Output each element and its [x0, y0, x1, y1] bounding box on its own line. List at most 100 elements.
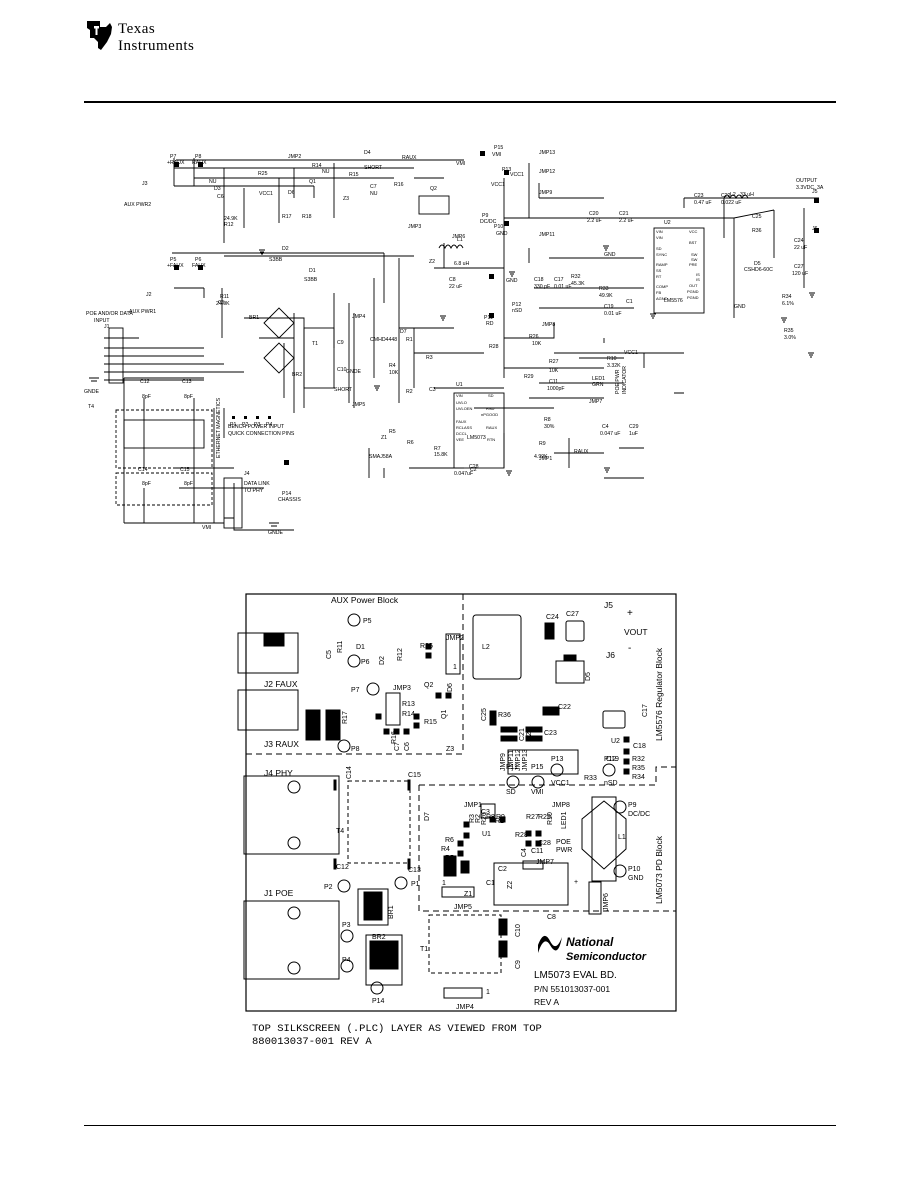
p15-sig: VMI: [492, 152, 501, 158]
sch-r25: R25: [258, 171, 268, 177]
u2-outline: [602, 710, 626, 729]
silk-p2: P2: [324, 884, 333, 891]
p10-sig: GND: [496, 231, 508, 237]
silk-r32: R32: [632, 756, 645, 763]
sch-r3: R3: [426, 355, 433, 361]
sch-r34-val: 6.1%: [782, 301, 794, 307]
u1-outline: [480, 803, 496, 819]
silk-p12-sig: nSD: [604, 780, 618, 787]
sch-c14: C14: [138, 467, 148, 473]
silk-r6: R6: [445, 837, 454, 844]
pd-block-divider: [418, 766, 676, 912]
sch-r27: R27: [549, 359, 559, 365]
t4-outline: [347, 780, 411, 864]
silk-c10: C10: [515, 924, 522, 937]
silk-c17: C17: [642, 704, 649, 717]
silk-u1: U1: [482, 831, 491, 838]
sch-r10: R10: [607, 356, 617, 362]
sch-r28: R28: [489, 344, 499, 350]
net-vcc1-q1: VCC1: [259, 191, 273, 197]
sch-r15: R15: [349, 172, 359, 178]
u1-pin-r2: RSD: [486, 406, 495, 411]
p12-sig: nSD: [512, 308, 522, 314]
net-gnd-1: GND: [506, 278, 518, 284]
smd-pads: [375, 643, 630, 857]
j5-ref: J5: [812, 189, 818, 195]
u2-pin-l1: VIN: [656, 235, 663, 240]
sch-d4: D4: [364, 150, 371, 156]
board-outline: [245, 593, 677, 1012]
aux-block-divider: [246, 594, 464, 755]
sch-u2: U2: [664, 220, 671, 226]
sch-jmp2: JMP2: [288, 154, 301, 160]
jmp6-outline: [588, 881, 602, 915]
j4-desc-2: TO PHY: [244, 488, 264, 494]
sch-d1-val: S3BB: [304, 277, 318, 283]
silk-p14: P14: [372, 998, 385, 1005]
jmp2-outline: [445, 633, 461, 675]
sch-r9: R9: [539, 441, 546, 447]
sch-r4-val: 10K: [389, 370, 399, 376]
sch-jmp1: JMP1: [539, 456, 552, 462]
silk-jmp4: JMP4: [456, 1004, 474, 1011]
silk-jmp5: JMP5: [454, 904, 472, 911]
p12-ref: P12: [512, 302, 521, 308]
u1-pin-l5: RCLASS: [456, 425, 472, 430]
sch-c23-val: 0.47 uF: [694, 200, 712, 206]
p9-ref: P9: [482, 213, 488, 219]
silk-j3: J3 RAUX: [264, 739, 299, 749]
net-vmi-top: VMI: [456, 161, 465, 167]
sch-r27-val: 10K: [549, 368, 559, 374]
sch-jmp6: JMP6: [452, 234, 465, 240]
j3-desc: AUX PWR2: [124, 202, 151, 208]
c24-pad: [544, 622, 555, 640]
silk-r13: R13: [402, 701, 415, 708]
silk-r15: R15: [424, 719, 437, 726]
j1-connector-outline: [243, 900, 340, 980]
texas-instruments-logo: Texas Instruments: [84, 16, 234, 56]
silk-c24: C24: [546, 614, 559, 621]
sch-led1-val: GRN: [592, 382, 604, 388]
br2-symbol: [263, 342, 295, 374]
silk-c20: C20: [526, 728, 533, 741]
sch-r8-val: 30%: [544, 424, 555, 430]
sch-q2: Q2: [430, 186, 437, 192]
silk-jmp4-pin1: 1: [486, 989, 490, 996]
u2-pin-r4: SW: [691, 252, 698, 257]
sch-c21: C21: [619, 211, 629, 217]
p9-sig: DC/DC: [480, 219, 497, 225]
ti-state-icon: [87, 21, 112, 50]
silk-jmp11: JMP11: [508, 750, 515, 771]
silk-j5: J5: [604, 600, 613, 610]
silk-r33: R33: [584, 775, 597, 782]
ethernet-magnetics-frame: [115, 409, 213, 469]
sch-d4-val: SHORT: [364, 165, 383, 171]
board-part-number: P/N 551013037-001: [534, 984, 610, 994]
schematic-diagram: J3 AUX PWR2 J2 AUX PWR1 J1 POE AND/OR DA…: [84, 145, 824, 536]
silk-p13: P13: [551, 756, 564, 763]
silk-c14: C14: [346, 766, 353, 779]
silk-poe-pwr-2: PWR: [556, 847, 572, 854]
l2-inductor: [723, 194, 749, 200]
sch-r17: R17: [282, 214, 292, 220]
sch-c15-val: 8pF: [184, 481, 193, 487]
u1-pin-l1: UVLO: [456, 400, 467, 405]
silk-r8: R8: [486, 814, 495, 821]
sch-c9: C9: [337, 340, 344, 346]
silk-minus: -: [628, 643, 631, 654]
sch-c13: C13: [182, 379, 192, 385]
sch-jmp13: JMP13: [539, 150, 555, 156]
silk-r27: R27: [526, 814, 539, 821]
sch-c29: C29: [629, 424, 639, 430]
sch-r4: R4: [389, 363, 396, 369]
u2-pin-l3: SD: [656, 246, 662, 251]
sch-jmp11: JMP11: [539, 232, 555, 238]
silk-c13: C13: [408, 867, 421, 874]
sch-c4-val: 0.047 uF: [600, 431, 620, 437]
silk-p13-sig: VCC1: [551, 780, 570, 787]
silk-jmp8: JMP8: [552, 802, 570, 809]
net-gnd-3: GND: [734, 304, 746, 310]
u2-pin-r11: PGND: [687, 289, 699, 294]
silk-q1: Q1: [441, 710, 448, 719]
silk-z3: Z3: [446, 746, 454, 753]
